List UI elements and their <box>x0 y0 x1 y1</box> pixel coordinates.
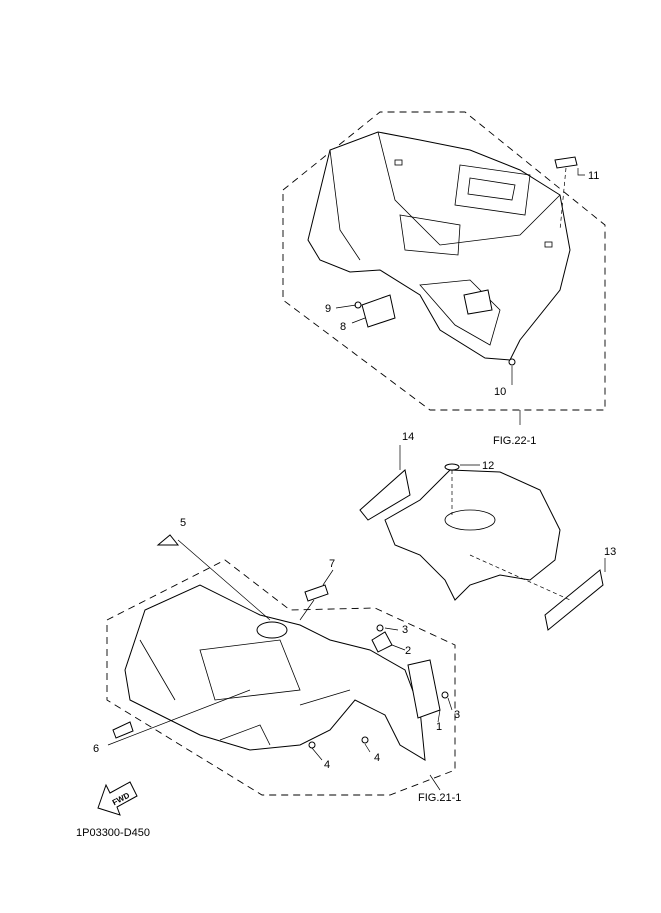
part-14-decal <box>359 469 411 521</box>
part-6-decal <box>112 721 134 739</box>
callout-4: 4 <box>324 759 330 771</box>
callout-1: 1 <box>436 721 442 733</box>
callout-5: 5 <box>180 517 186 529</box>
callout-6: 6 <box>93 743 99 755</box>
front-fender <box>124 584 426 761</box>
rear-group-outline <box>282 111 606 411</box>
part-13-decal <box>544 569 604 631</box>
tank-cover-group: 14 12 13 <box>359 431 616 631</box>
callout-10: 10 <box>494 386 506 398</box>
part-7-decal <box>304 584 329 602</box>
part-12-emblem <box>444 463 460 471</box>
fig-21-1-label: FIG.21-1 <box>418 792 461 804</box>
part-3-screw <box>376 624 384 632</box>
fwd-arrow-icon: FWD <box>97 781 138 816</box>
callout-4: 4 <box>374 752 380 764</box>
front-group-outline <box>106 559 456 796</box>
callout-11: 11 <box>588 170 599 182</box>
fig-22-1-label: FIG.22-1 <box>493 435 536 447</box>
part-11-label <box>554 156 578 169</box>
part-8-plate <box>361 294 396 328</box>
callout-9: 9 <box>325 303 331 315</box>
tank-cover <box>384 469 561 601</box>
rear-fender <box>307 131 571 361</box>
callout-2: 2 <box>405 645 411 657</box>
callout-14: 14 <box>402 431 414 443</box>
callout-7: 7 <box>329 558 335 570</box>
rear-fender-group: 11 9 8 10 FIG.22-1 <box>282 111 606 447</box>
part-3-screw <box>441 691 449 699</box>
rear-rack-panel <box>454 164 531 216</box>
part-2-clip <box>371 631 393 653</box>
diagram-code: 1P03300-D450 <box>76 827 150 839</box>
callout-3: 3 <box>402 624 408 636</box>
part-10-clip <box>508 358 516 366</box>
part-4-rivet <box>361 736 369 744</box>
front-fender-group: 5 7 3 2 1 3 6 4 4 FIG.21-1 <box>93 517 461 804</box>
part-4-rivet <box>308 741 316 749</box>
callout-3: 3 <box>454 709 460 721</box>
callout-8: 8 <box>340 321 346 333</box>
callout-13: 13 <box>604 546 616 558</box>
part-5-emblem <box>156 534 180 546</box>
callout-12: 12 <box>482 460 494 472</box>
